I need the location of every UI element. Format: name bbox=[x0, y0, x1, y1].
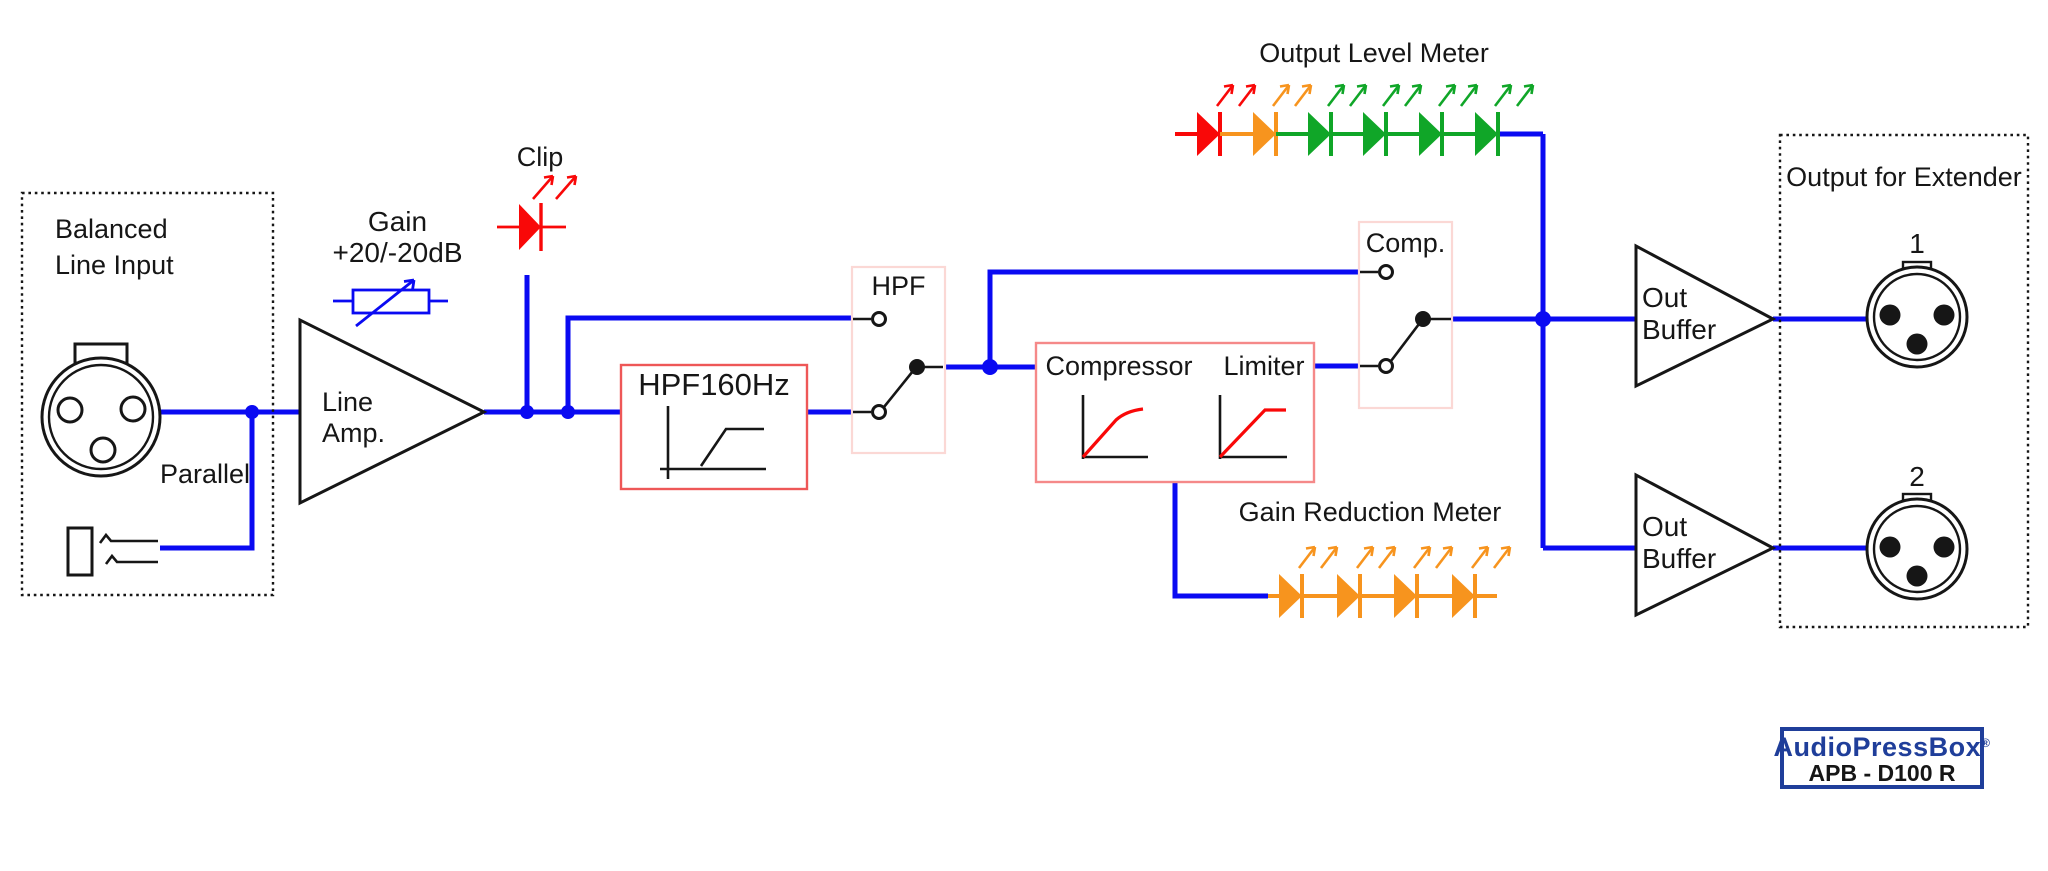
clip-led-icon bbox=[497, 174, 578, 251]
output-xlr-1-number: 1 bbox=[1909, 228, 1925, 259]
output-for-extender-box bbox=[1778, 133, 2030, 629]
balanced-line-input-line2: Line Input bbox=[55, 250, 174, 280]
brand-logo-model: APB - D100 R bbox=[1808, 760, 1956, 786]
hpf-block-label: HPF160Hz bbox=[638, 367, 790, 402]
gain-resistor-symbol bbox=[333, 278, 448, 328]
signal-wires bbox=[160, 131, 1868, 599]
output-level-meter-title: Output Level Meter bbox=[1259, 38, 1489, 68]
gain-reduction-meter-title: Gain Reduction Meter bbox=[1238, 497, 1502, 527]
gain-reduction-meter-leds bbox=[1268, 545, 1512, 618]
hpf-filter-block bbox=[619, 363, 809, 491]
output-section-title: Output for Extender bbox=[1786, 162, 2022, 192]
comp-switch bbox=[1357, 220, 1454, 410]
balanced-line-input-line1: Balanced bbox=[55, 214, 168, 244]
hpf-switch-label: HPF bbox=[871, 271, 926, 301]
input-xlr-connector-icon bbox=[40, 342, 162, 478]
compressor-limiter-block bbox=[1034, 341, 1316, 484]
line-amp-label-line1: Line bbox=[322, 387, 374, 417]
hpf-switch bbox=[850, 265, 947, 455]
clip-label: Clip bbox=[516, 142, 564, 172]
out-buffer-1-line1: Out bbox=[1642, 282, 1688, 313]
brand-logo-text: AudioPressBox bbox=[1773, 732, 1982, 762]
brand-logo-name: AudioPressBox® bbox=[1774, 730, 1991, 761]
wire-junction-dots bbox=[245, 311, 1551, 419]
output-level-meter-leds bbox=[1175, 83, 1535, 156]
out-buffer-2-line2: Buffer bbox=[1642, 543, 1717, 574]
comp-switch-label: Comp. bbox=[1365, 228, 1446, 258]
limiter-label: Limiter bbox=[1223, 351, 1305, 381]
out-buffer-1-line2: Buffer bbox=[1642, 314, 1717, 345]
compressor-label: Compressor bbox=[1045, 351, 1193, 381]
out-buffer-2-line1: Out bbox=[1642, 511, 1688, 542]
out-buffer-1-triangle bbox=[1634, 243, 1777, 389]
parallel-jack-connector-icon bbox=[66, 526, 158, 577]
line-amp-label-line2: Amp. bbox=[322, 418, 386, 448]
output-xlr-1-icon bbox=[1865, 260, 1969, 369]
line-amp-triangle bbox=[298, 317, 488, 506]
brand-logo: AudioPressBox® APB - D100 R bbox=[1774, 727, 1990, 789]
out-buffer-2-triangle bbox=[1634, 472, 1777, 618]
output-xlr-2-icon bbox=[1865, 492, 1969, 601]
gain-label-line1: Gain bbox=[367, 206, 428, 237]
registered-trademark-symbol: ® bbox=[1981, 736, 1991, 750]
gain-label: Gain+20/-20dB bbox=[310, 206, 485, 268]
output-xlr-2-number: 2 bbox=[1909, 461, 1925, 492]
gain-label-line2: +20/-20dB bbox=[332, 237, 463, 268]
parallel-label: Parallel bbox=[160, 459, 251, 489]
